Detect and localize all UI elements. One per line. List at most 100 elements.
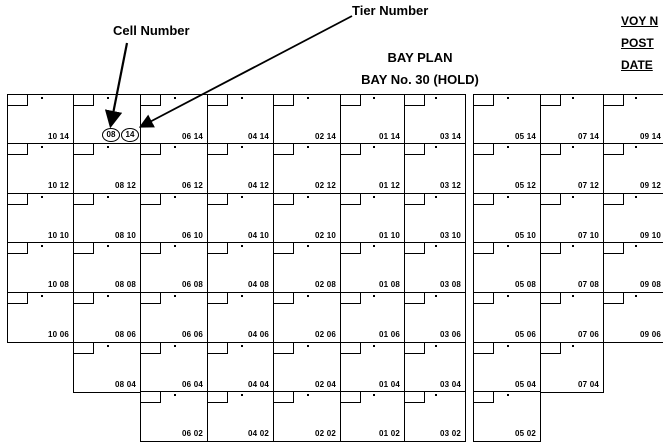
cell-label: 02 06 [314, 330, 336, 339]
cell-corner-mark [603, 193, 624, 205]
cell-label: 07 04 [577, 380, 599, 389]
cell-corner-mark [603, 292, 624, 304]
bay-cell-05-10: 05 10 [473, 193, 541, 244]
cell-label: 03 12 [439, 181, 461, 190]
bay-plan-title: BAY PLAN [387, 50, 453, 65]
cell-label: 01 14 [378, 132, 400, 141]
cell-label: 06 06 [181, 330, 203, 339]
bay-cell-06-02: 06 02 [140, 391, 208, 442]
cell-corner-mark [473, 94, 494, 106]
cell-corner-mark [340, 193, 361, 205]
cell-corner-mark [207, 94, 228, 106]
bay-cell-07-08: 07 08 [540, 242, 604, 293]
cell-center-dot [372, 245, 375, 247]
bay-cell-09-06: 09 06 [603, 292, 663, 343]
bay-cell-09-08: 09 08 [603, 242, 663, 293]
cell-center-dot [107, 97, 109, 99]
cell-label: 04 04 [247, 380, 269, 389]
bay-cell-04-02: 04 02 [207, 391, 274, 442]
cell-label: 02 04 [314, 380, 336, 389]
bay-cell-01-14: 01 14 [340, 94, 405, 145]
cell-center-dot [634, 196, 637, 198]
cell-center-dot [634, 97, 637, 99]
bay-cell-03-02: 03 02 [404, 391, 466, 442]
cell-center-dot [40, 146, 43, 148]
bay-cell-09-12: 09 12 [603, 143, 663, 194]
cell-center-dot [507, 97, 509, 99]
bay-cell-04-04: 04 04 [207, 342, 274, 393]
cell-label: 08 10 [114, 231, 136, 240]
cell-center-dot [507, 196, 509, 198]
cell-label: 06 04 [181, 380, 203, 389]
cell-label: 02 08 [314, 280, 336, 289]
cell-label: 05 10 [514, 231, 536, 240]
cell-label: 05 12 [514, 181, 536, 190]
cell-corner-mark [340, 342, 361, 354]
cell-label: 05 06 [514, 330, 536, 339]
cell-label: 02 12 [314, 181, 336, 190]
bay-cell-04-10: 04 10 [207, 193, 274, 244]
cell-corner-mark [73, 193, 94, 205]
cell-corner-mark [473, 193, 494, 205]
cell-corner-mark [404, 391, 425, 403]
cell-corner-mark [340, 143, 361, 155]
bay-cell-06-12: 06 12 [140, 143, 208, 194]
bay-cell-06-06: 06 06 [140, 292, 208, 343]
cell-corner-mark [140, 94, 161, 106]
cell-center-dot [435, 394, 437, 396]
cell-corner-mark [207, 391, 228, 403]
cell-center-dot [372, 345, 375, 347]
date-label: DATE [621, 58, 653, 72]
cell-corner-mark [273, 193, 294, 205]
cell-corner-mark [404, 242, 425, 254]
tier-number-arrow [138, 15, 353, 128]
bay-cell-01-02: 01 02 [340, 391, 405, 442]
cell-label: 09 14 [639, 132, 661, 141]
bay-cell-03-10: 03 10 [404, 193, 466, 244]
bay-cell-06-10: 06 10 [140, 193, 208, 244]
cell-label: 06 08 [181, 280, 203, 289]
cell-corner-mark [404, 292, 425, 304]
cell-corner-mark [73, 242, 94, 254]
cell-label: 03 14 [439, 132, 461, 141]
cell-label: 10 12 [47, 181, 69, 190]
cell-corner-mark [207, 193, 228, 205]
cell-center-dot [240, 345, 243, 347]
cell-corner-mark [340, 94, 361, 106]
cell-label: 04 12 [247, 181, 269, 190]
cell-center-dot [435, 345, 437, 347]
cell-label: 05 14 [514, 132, 536, 141]
cell-center-dot [572, 146, 574, 148]
bay-cell-03-04: 03 04 [404, 342, 466, 393]
cell-corner-mark [603, 94, 624, 106]
cell-center-dot [240, 295, 243, 297]
bay-cell-01-10: 01 10 [340, 193, 405, 244]
cell-corner-mark [540, 143, 561, 155]
cell-center-dot [174, 245, 176, 247]
cell-corner-mark [273, 242, 294, 254]
bay-cell-04-06: 04 06 [207, 292, 274, 343]
cell-label: 06 12 [181, 181, 203, 190]
cell-corner-mark [273, 342, 294, 354]
cell-number-arrow [104, 42, 129, 129]
bay-cell-02-02: 02 02 [273, 391, 341, 442]
cell-corner-mark [7, 292, 28, 304]
bay-cell-02-10: 02 10 [273, 193, 341, 244]
cell-label: 09 12 [639, 181, 661, 190]
bay-cell-04-08: 04 08 [207, 242, 274, 293]
cell-label: 03 08 [439, 280, 461, 289]
bay-cell-03-08: 03 08 [404, 242, 466, 293]
cell-center-dot [435, 245, 437, 247]
cell-corner-mark [473, 292, 494, 304]
cell-label: 01 02 [378, 429, 400, 438]
cell-label: 06 14 [181, 132, 203, 141]
cell-corner-mark [207, 143, 228, 155]
bay-number-title: BAY No. 30 (HOLD) [361, 72, 479, 87]
cell-label: 08 12 [114, 181, 136, 190]
cell-corner-mark [404, 193, 425, 205]
cell-center-dot [507, 295, 509, 297]
cell-center-dot [307, 196, 309, 198]
cell-label: 07 14 [577, 132, 599, 141]
cell-corner-mark [404, 342, 425, 354]
